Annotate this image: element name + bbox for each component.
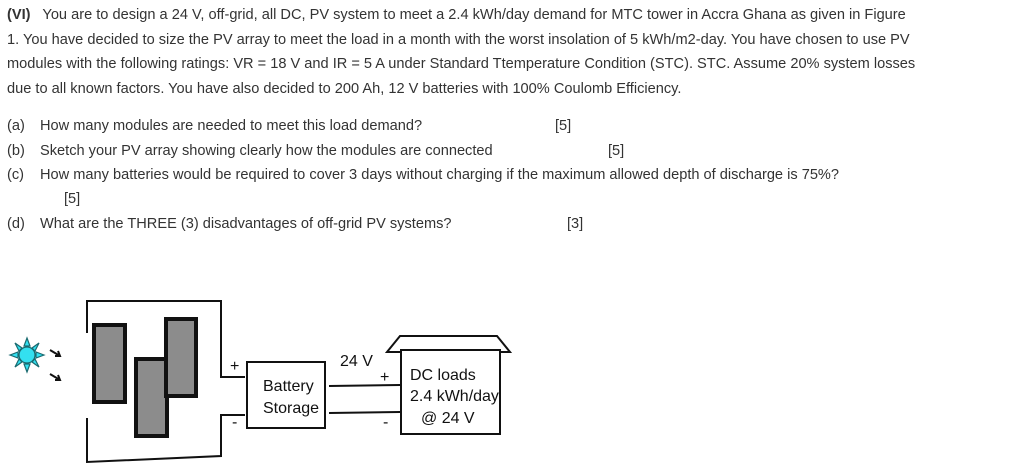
storage-label: Storage [263,400,319,417]
load-minus: - [383,414,388,431]
part-b-text: Sketch your PV array showing clearly how… [40,143,493,159]
question-line: modules with the following ratings: VR =… [7,56,916,73]
question-line: 1. You have decided to size the PV array… [7,31,910,48]
dc-loads-label: DC loads [410,367,476,384]
load-plus: + [380,369,389,386]
sunlight-arrow-icon [49,349,62,381]
question-paragraph: (VI) You are to design a 24 V, off-grid,… [7,3,915,101]
positive-wire [328,384,401,387]
part-a-marks: [5] [555,118,572,134]
array-plus: + [230,358,239,375]
part-b-marks: [5] [608,143,625,159]
question-line: due to all known factors. You have also … [7,80,682,97]
part-c-text: How many batteries would be required to … [40,167,840,183]
pv-module [92,323,127,404]
battery-label: Battery [263,378,314,395]
part-d-marks: [3] [567,216,584,232]
pv-modules [92,317,198,438]
part-d-text: What are the THREE (3) disadvantages of … [40,216,452,232]
part-d-label: (d) [7,216,25,232]
sun-icon [8,336,46,374]
part-a-text: How many modules are needed to meet this… [40,118,423,134]
battery-storage-box [246,361,326,429]
pv-module [134,357,169,438]
pv-module [164,317,198,398]
pv-array-frame [86,300,245,464]
part-a-label: (a) [7,118,25,134]
part-c-label: (c) [7,167,25,183]
negative-wire [328,411,401,414]
voltage-label: 24 V [340,353,373,370]
array-minus: - [232,414,237,431]
question-number: (VI) [7,7,31,23]
load-energy-label: 2.4 kWh/day [410,388,499,405]
load-voltage-label: @ 24 V [421,410,475,427]
part-c-marks: [5] [64,191,81,207]
part-b-label: (b) [7,143,25,159]
question-line: You are to design a 24 V, off-grid, all … [42,7,906,23]
dc-loads-box [400,349,501,435]
